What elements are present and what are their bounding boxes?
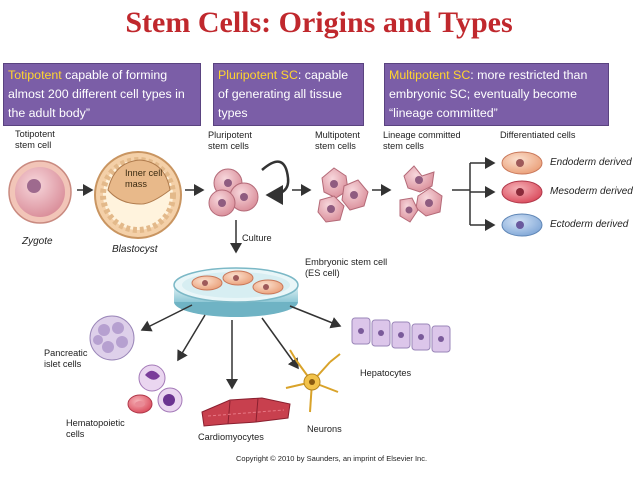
totipotent-callout: Totipotent capable of forming almost 200… [3, 63, 201, 126]
self-renewal-arrow [261, 160, 290, 205]
label-hepatocytes: Hepatocytes [360, 368, 412, 378]
label-totipotent-stem-cell: Totipotent stem cell [15, 129, 55, 150]
cardiomyocytes-cells [201, 397, 291, 427]
label-multipotent-stem-cells: Multipotent stem cells [315, 130, 360, 151]
mesoderm-cell [501, 180, 543, 204]
arrow-hematopoietic [177, 314, 206, 362]
hematopoietic-cells [127, 364, 183, 414]
label-inner-cell-mass: Inner cell mass [125, 168, 163, 189]
neuron-cell [285, 349, 341, 413]
label-zygote: Zygote [22, 236, 53, 247]
label-mesoderm: Mesoderm derived [550, 186, 633, 197]
arrow-neurons [261, 317, 299, 370]
ectoderm-cell [501, 213, 543, 237]
label-blastocyst: Blastocyst [112, 244, 158, 255]
lineage-committed-cells-cluster [399, 165, 443, 223]
label-ectoderm: Ectoderm derived [550, 219, 629, 230]
totipotent-term: Totipotent [8, 68, 62, 82]
label-hematopoietic: Hematopoietic cells [66, 418, 125, 439]
label-es-cell: Embryonic stem cell (ES cell) [305, 257, 388, 278]
pluripotent-cells-cluster [208, 168, 259, 217]
label-lineage-committed: Lineage committed stem cells [383, 130, 461, 151]
pluripotent-callout: Pluripotent SC: capable of generating al… [213, 63, 364, 126]
totipotent-description: capable of forming almost 200 different … [8, 68, 185, 120]
zygote-cell [8, 160, 72, 224]
multipotent-term: Multipotent SC [389, 68, 471, 82]
pluripotent-term: Pluripotent SC [218, 68, 298, 82]
multipotent-description: : more restricted than embryonic SC; eve… [389, 68, 588, 120]
label-differentiated-cells: Differentiated cells [500, 130, 576, 140]
label-neurons: Neurons [307, 424, 342, 434]
endoderm-cell [501, 151, 543, 175]
arrow-hepatocytes [289, 305, 342, 329]
pancreatic-islet-cells [89, 315, 135, 361]
multipotent-cells-cluster [317, 167, 369, 223]
label-pancreatic: Pancreatic islet cells [44, 348, 88, 369]
multipotent-callout: Multipotent SC: more restricted than emb… [384, 63, 609, 126]
label-cardiomyocytes: Cardiomyocytes [198, 432, 264, 442]
es-cells-in-dish [191, 270, 284, 295]
label-culture: Culture [242, 233, 272, 243]
copyright-notice: Copyright © 2010 by Saunders, an imprint… [236, 454, 428, 463]
page-title: Stem Cells: Origins and Types [125, 6, 513, 39]
pluripotent-description: : capable of generating all tissue types [218, 68, 349, 120]
label-pluripotent-stem-cells: Pluripotent stem cells [208, 130, 252, 151]
blastocyst [94, 151, 182, 239]
hepatocytes-cells [351, 317, 451, 353]
arrow-pancreatic [140, 304, 193, 332]
label-endoderm: Endoderm derived [550, 157, 632, 168]
